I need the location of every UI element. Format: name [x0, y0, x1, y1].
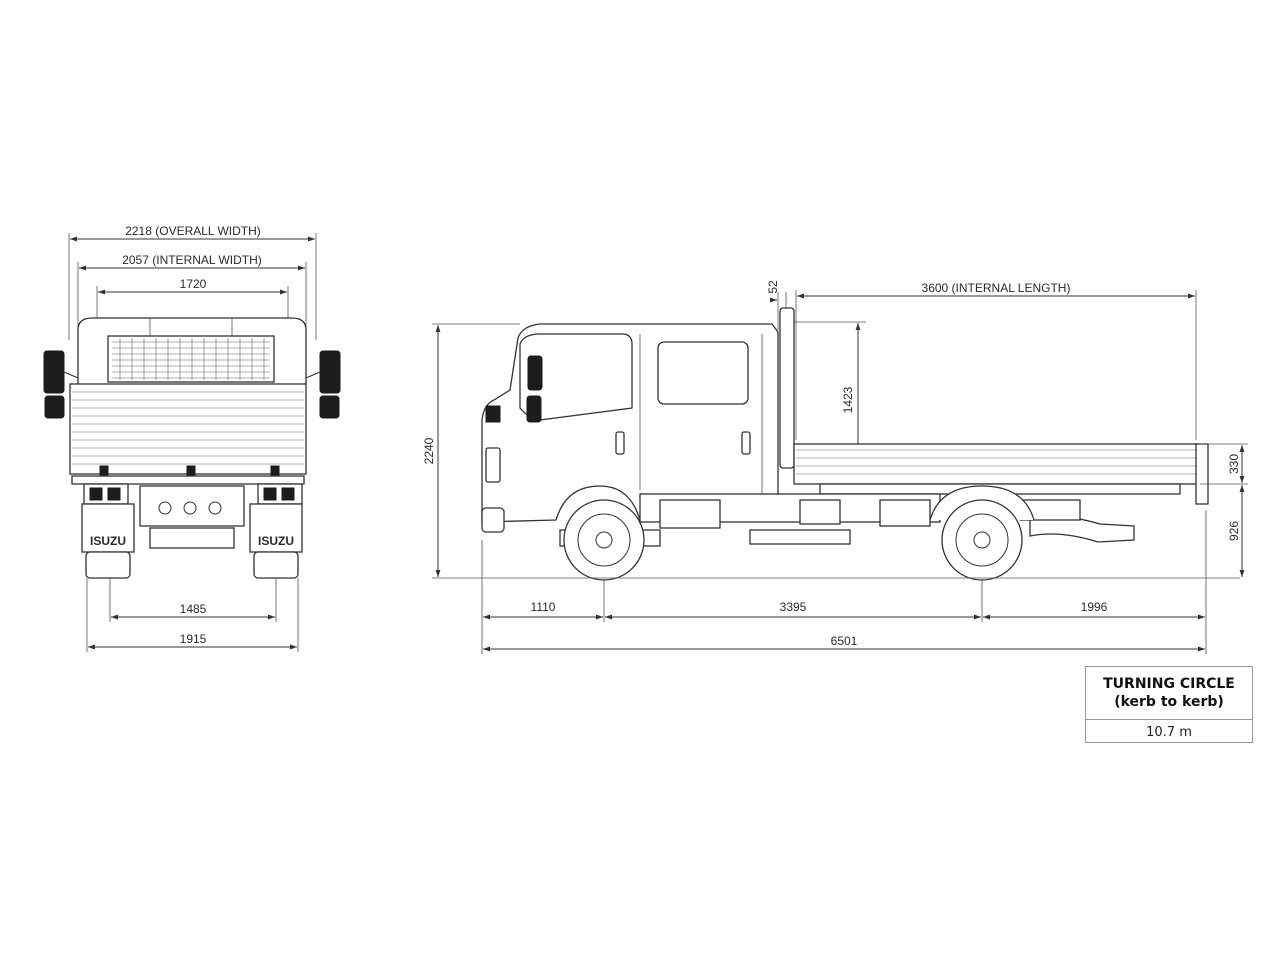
side-chassis — [559, 493, 1135, 547]
cab-gap-label: 52 — [766, 280, 780, 294]
side-height-label: 330 — [1227, 454, 1241, 474]
dim-internal-length: 3600 (INTERNAL LENGTH) — [795, 281, 1197, 440]
headboard — [77, 317, 307, 384]
internal-width-label: 2057 (INTERNAL WIDTH) — [122, 253, 262, 267]
right-mirror — [305, 350, 341, 419]
rear-wheel — [929, 485, 1035, 581]
turning-circle-header: TURNING CIRCLE (kerb to kerb) — [1086, 667, 1252, 720]
dim-track-width: 1485 — [109, 578, 277, 622]
right-mudflap-brand: ISUZU — [258, 534, 294, 548]
overall-height-label: 2240 — [422, 437, 436, 464]
right-mudflap: ISUZU — [249, 503, 303, 579]
track-width-label: 1485 — [180, 602, 207, 616]
dim-tyre-width: 1915 — [86, 578, 299, 652]
tyre-width-label: 1915 — [180, 632, 207, 646]
overall-length-label: 6501 — [831, 634, 858, 648]
dim-bottom-lengths: 1110 3395 1996 6501 — [481, 510, 1207, 654]
left-mudflap-brand: ISUZU — [90, 534, 126, 548]
rear-view: 2218 (OVERALL WIDTH) 2057 (INTERNAL WIDT… — [43, 224, 341, 652]
gate-width-label: 1720 — [180, 277, 207, 291]
dim-side-height: 330 — [1200, 443, 1248, 485]
overall-width-label: 2218 (OVERALL WIDTH) — [125, 224, 261, 238]
side-view: 2240 52 3600 (INTERNAL LENGTH) 1423 — [422, 280, 1248, 654]
turning-circle-value: 10.7 m — [1146, 724, 1192, 740]
turning-circle-table: TURNING CIRCLE (kerb to kerb) 10.7 m — [1085, 666, 1253, 743]
deck-height-label: 926 — [1227, 521, 1241, 541]
cab — [481, 307, 795, 533]
turning-circle-subtitle: (kerb to kerb) — [1114, 694, 1224, 710]
rear-chassis — [71, 475, 305, 549]
turning-circle-title: TURNING CIRCLE — [1103, 676, 1235, 692]
tray-height-label: 1423 — [841, 386, 855, 413]
front-overhang-label: 1110 — [531, 600, 556, 614]
left-mudflap: ISUZU — [81, 503, 135, 579]
tailgate — [69, 383, 307, 477]
front-wheel — [563, 499, 645, 581]
dim-overall-width: 2218 (OVERALL WIDTH) — [68, 224, 317, 340]
dim-deck-height: 926 — [1227, 485, 1245, 577]
dim-overall-height: 2240 — [422, 323, 520, 579]
rear-overhang-label: 1996 — [1081, 600, 1108, 614]
internal-length-label: 3600 (INTERNAL LENGTH) — [922, 281, 1071, 295]
headboard-mesh — [112, 338, 270, 380]
left-mirror — [43, 350, 79, 419]
wheelbase-label: 3395 — [780, 600, 807, 614]
